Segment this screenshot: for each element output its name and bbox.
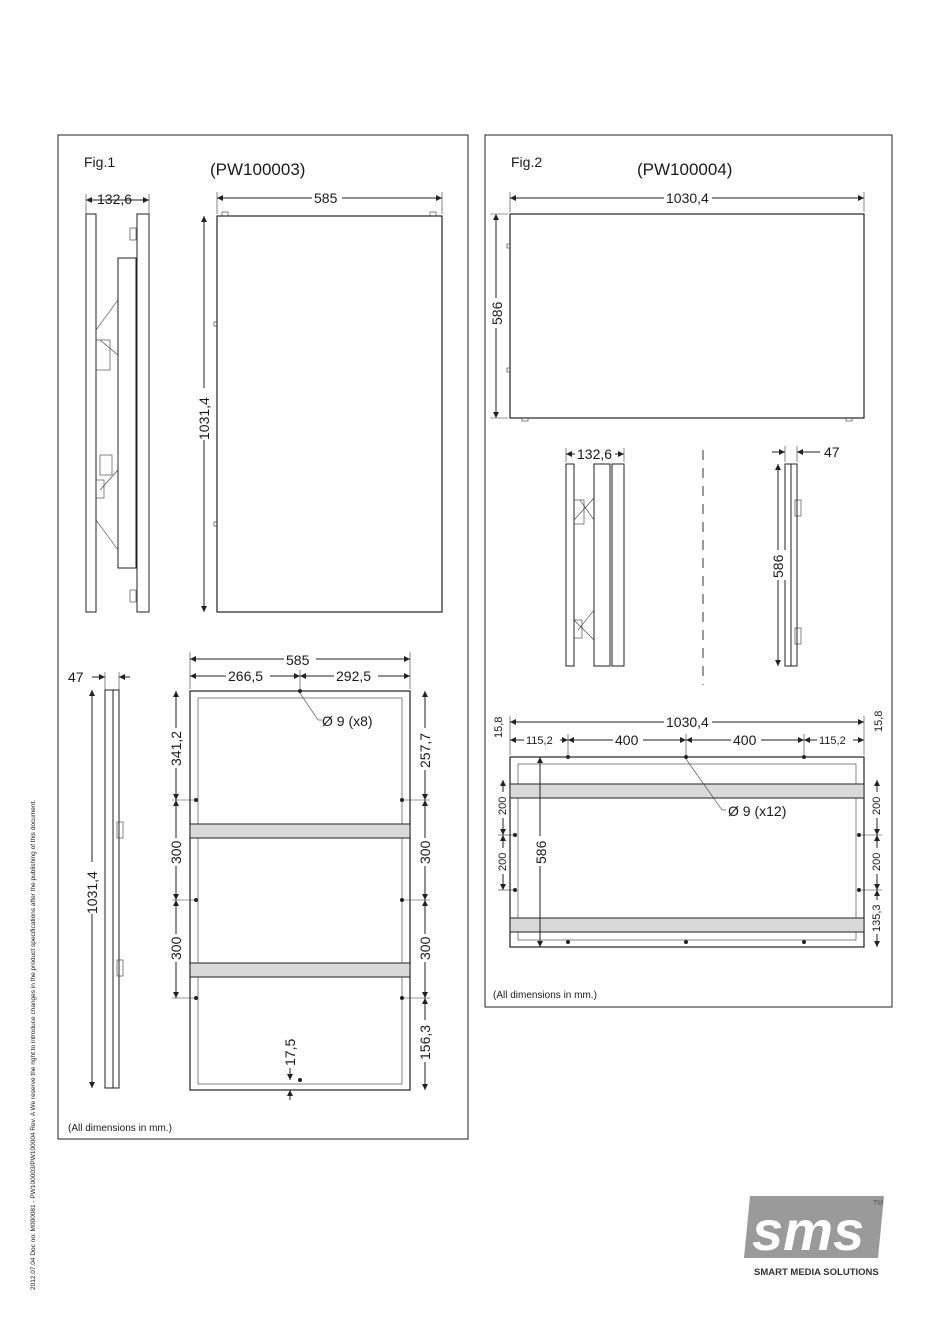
fig2-label: Fig.2 xyxy=(511,154,542,170)
fig2-back-frame: 1030,4 115,2 400 400 115,2 15,8 15,8 Ø 9… xyxy=(493,711,885,948)
fig2-left-b-label: 200 xyxy=(497,853,509,871)
fig1-note: (All dimensions in mm.) xyxy=(68,1123,172,1134)
fig2-offset-right-label: 115,2 xyxy=(819,735,846,747)
fig2-right-bottom-label: 135,3 xyxy=(871,904,883,932)
fig1-panel xyxy=(57,134,469,1140)
logo-trademark: TM xyxy=(873,1200,883,1207)
fig1-frame-width-label: 585 xyxy=(286,652,310,668)
fig2-edge-right-label: 15,8 xyxy=(873,711,885,732)
fig2-spacing-a-label: 400 xyxy=(615,732,639,748)
fig2-depth-label: 132,6 xyxy=(577,446,612,462)
fig2-note: (All dimensions in mm.) xyxy=(493,990,597,1001)
fig1-bottom-right-label: 156,3 xyxy=(417,1025,433,1060)
fig2-side-view: 132,6 xyxy=(565,446,625,667)
fig1-left-offset-label: 266,5 xyxy=(228,668,263,684)
fig2-frame-width-label: 1030,4 xyxy=(666,714,709,730)
fig2-slim-depth-label: 47 xyxy=(824,444,840,460)
fig2-holes-label: Ø 9 (x12) xyxy=(728,803,786,819)
fig1-depth-label: 132,6 xyxy=(97,191,132,207)
fig1-side-height-label: 1031,4 xyxy=(84,871,100,914)
sms-logo: sms TM SMART MEDIA SOLUTIONS xyxy=(744,1196,884,1278)
fig2-right-a-label: 200 xyxy=(871,797,883,815)
fig1-slim-depth-label: 47 xyxy=(68,669,84,685)
fig2-left-a-label: 200 xyxy=(497,797,509,815)
fig1-back-frame: 585 266,5 292,5 Ø 9 (x8) 341,2 300 300 2… xyxy=(168,652,433,1100)
fig1-model: (PW100003) xyxy=(210,160,305,179)
document-side-note: 2012.07.04 Doc no: M000081 - PW100003/PW… xyxy=(30,800,37,1290)
fig2-model: (PW100004) xyxy=(637,160,732,179)
fig1-spacing-c-label: 300 xyxy=(417,840,433,864)
fig1-right-offset-label: 292,5 xyxy=(336,668,371,684)
fig2-edge-left-label: 15,8 xyxy=(493,717,505,738)
fig2-spacing-b-label: 400 xyxy=(733,732,757,748)
fig1-top-right-label: 257,7 xyxy=(417,733,433,768)
logo-mark: sms xyxy=(752,1199,864,1262)
fig1-slim-side-view: 47 1031,4 xyxy=(68,669,130,1089)
logo-tagline: SMART MEDIA SOLUTIONS xyxy=(754,1267,879,1278)
fig1-top-left-label: 341,2 xyxy=(168,731,184,766)
fig2-height-label: 586 xyxy=(489,301,505,325)
fig2-panel xyxy=(484,134,893,1008)
fig1-height-label: 1031,4 xyxy=(196,397,212,440)
fig2-front-view: 1030,4 586 xyxy=(488,190,865,422)
fig1-spacing-d-label: 300 xyxy=(417,936,433,960)
fig1-front-view: 585 1031,4 xyxy=(196,190,443,613)
fig2-right-b-label: 200 xyxy=(871,853,883,871)
fig1-label: Fig.1 xyxy=(84,154,115,170)
fig1-bottom-label: 17,5 xyxy=(282,1039,298,1066)
fig1-spacing-b-label: 300 xyxy=(168,936,184,960)
fig1-side-view: 132,6 xyxy=(85,191,150,613)
fig2-frame-height-label: 586 xyxy=(533,840,549,864)
fig2-slim-side-view: 47 586 xyxy=(770,444,840,667)
fig1-width-label: 585 xyxy=(314,190,338,206)
fig1-spacing-a-label: 300 xyxy=(168,840,184,864)
fig2-offset-left-label: 115,2 xyxy=(526,735,553,747)
fig1-holes-label: Ø 9 (x8) xyxy=(322,713,373,729)
fig2-side-height-label: 586 xyxy=(770,554,786,578)
fig2-width-label: 1030,4 xyxy=(666,190,709,206)
